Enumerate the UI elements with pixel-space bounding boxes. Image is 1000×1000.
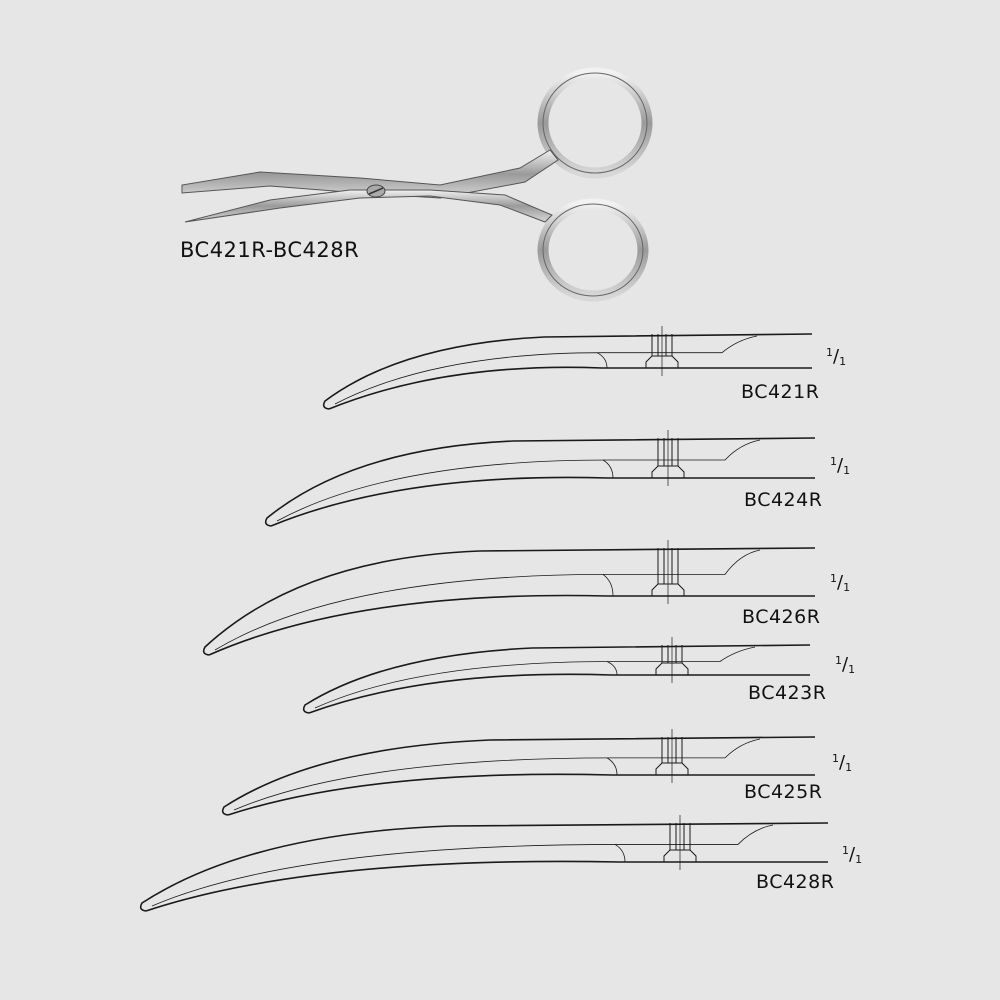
scissors-photo <box>181 67 653 302</box>
blade-code-label: BC421R <box>741 381 820 403</box>
blade-drawing-bc428r <box>139 815 829 912</box>
blade-drawing-bc425r <box>221 729 816 816</box>
scale-ratio-label: 1/1 <box>842 844 863 866</box>
blade-outline-top <box>221 736 816 816</box>
scale-ratio-label: 1/1 <box>826 346 847 368</box>
blade-outline-top <box>202 547 816 656</box>
blade-drawing-bc423r <box>302 637 811 714</box>
blade-outline-top <box>264 437 816 527</box>
blade-outline-bottom <box>145 860 828 912</box>
blade-outline-bottom <box>270 476 815 527</box>
scale-ratio-label: 1/1 <box>835 654 856 676</box>
product-range-label: BC421R-BC428R <box>180 238 360 262</box>
blade-bevel-line <box>602 459 614 479</box>
blade-outline-bottom <box>227 773 815 816</box>
blade-edge-line <box>151 824 774 907</box>
blade-bevel-line <box>606 757 618 776</box>
blade-code-label: BC423R <box>748 682 827 704</box>
blade-outline-top <box>139 822 829 912</box>
scale-ratio-label: 1/1 <box>830 572 851 594</box>
blade-edge-line <box>314 646 756 709</box>
blade-bevel-line <box>602 574 614 597</box>
blade-bevel-line <box>606 661 618 676</box>
blade-drawing-bc424r <box>264 430 816 527</box>
blade-bevel-line <box>614 844 626 863</box>
blade-outline-bottom <box>328 366 812 410</box>
blade-code-label: BC426R <box>742 606 821 628</box>
blade-drawing-bc426r <box>202 540 816 656</box>
blade-outline-top <box>302 644 811 714</box>
blade-edge-line <box>233 738 761 811</box>
blade-edge-line <box>214 549 761 651</box>
scale-ratio-label: 1/1 <box>830 455 851 477</box>
blade-code-label: BC424R <box>744 489 823 511</box>
scale-ratio-label: 1/1 <box>832 752 853 774</box>
blade-outline-top <box>322 333 813 410</box>
blade-outline-bottom <box>208 594 815 656</box>
blade-outline-bottom <box>308 673 810 714</box>
blade-bevel-line <box>596 352 608 369</box>
blade-drawing-bc421r <box>322 326 813 410</box>
blade-code-label: BC428R <box>756 871 835 893</box>
blade-edge-line <box>334 335 758 405</box>
blade-code-label: BC425R <box>744 781 823 803</box>
blade-edge-line <box>276 439 761 522</box>
